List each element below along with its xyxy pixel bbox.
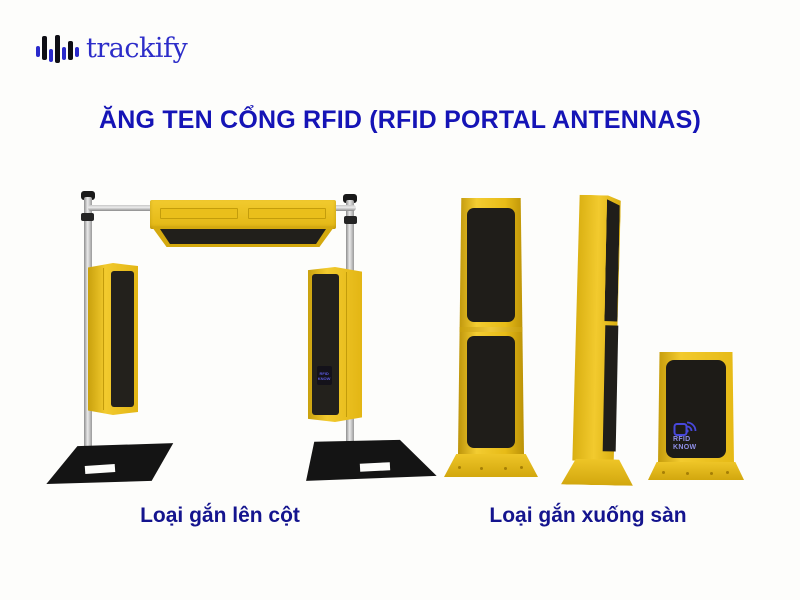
floor-mounted-product-image: RFID KNOW (440, 183, 760, 495)
caption-floor-mounted: Loại gắn xuống sàn (489, 504, 687, 527)
housing-recess (248, 208, 326, 219)
right-side-antenna: RFID KNOW (308, 267, 362, 422)
antenna-panel (110, 270, 134, 408)
housing-recess (160, 208, 238, 219)
screw-dots (458, 466, 461, 469)
frame-seam (458, 327, 524, 332)
badge-line: RFID (319, 371, 329, 377)
overhead-antenna (150, 200, 336, 248)
antenna-floor-base (648, 462, 744, 480)
badge-text: RFID KNOW (673, 436, 703, 451)
overhead-antenna-panel (160, 229, 326, 244)
brand-logo: trackify (36, 28, 188, 68)
left-side-antenna (88, 263, 138, 415)
antenna-floor-base (561, 458, 634, 486)
antenna-panel-edge-upper (604, 199, 620, 321)
tall-antenna-front-view (458, 198, 524, 454)
pole-clamp (344, 216, 357, 224)
page-title: ĂNG TEN CỔNG RFID (RFID PORTAL ANTENNAS) (99, 106, 701, 134)
left-base-plate (46, 443, 174, 484)
brand-name: trackify (86, 32, 188, 64)
pole-cap (343, 194, 357, 203)
tall-antenna-side-view (549, 188, 633, 492)
caption-pole-mounted: Loại gắn lên cột (140, 504, 300, 527)
rfid-know-mini-badge: RFID KNOW (316, 366, 332, 386)
badge-line: KNOW (673, 443, 697, 451)
badge-line: KNOW (317, 376, 331, 382)
right-base-plate (306, 439, 437, 481)
antenna-panel-lower (467, 336, 515, 448)
rfid-know-badge: RFID KNOW (671, 420, 705, 454)
pole-mounted-product-image: RFID KNOW (40, 183, 437, 495)
badge-line: RFID (673, 436, 691, 443)
rfid-signal-icon (673, 421, 697, 436)
screw-dots (662, 471, 665, 474)
antenna-panel (311, 273, 339, 416)
antenna-panel-upper (467, 208, 515, 322)
pole-cap (81, 191, 95, 200)
frame-seam (103, 267, 104, 411)
antenna-panel: RFID KNOW (666, 360, 726, 458)
pole-clamp (81, 213, 94, 221)
base-handle-slot (359, 462, 391, 472)
waveform-bars-icon (36, 28, 79, 68)
frame-seam (345, 271, 347, 418)
antenna-floor-base (444, 454, 538, 477)
short-antenna-front-view: RFID KNOW (658, 352, 734, 464)
antenna-panel-edge-lower (602, 325, 619, 452)
base-handle-slot (84, 463, 116, 475)
